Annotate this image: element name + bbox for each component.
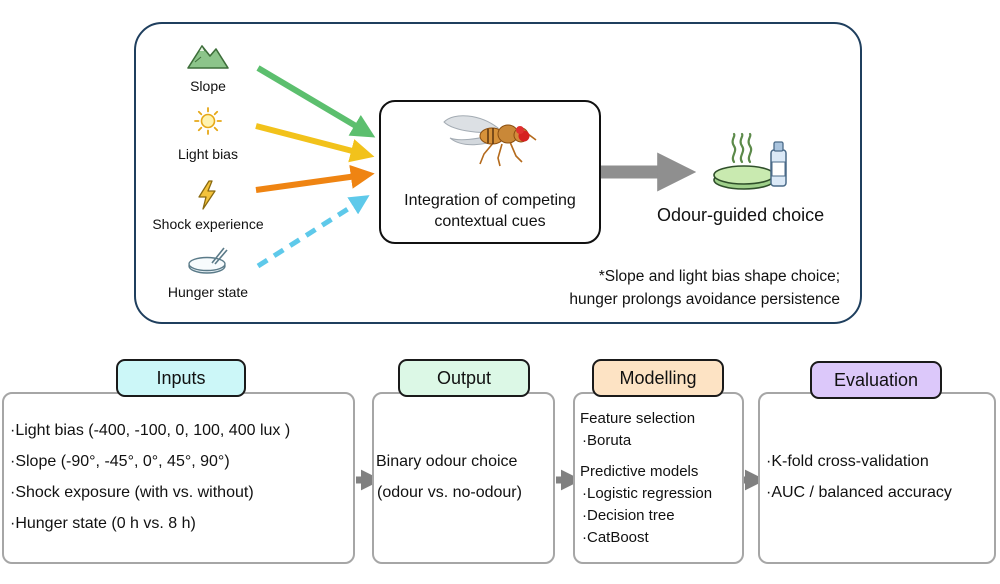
inputs-item-light-bias: ·Light bias (-400, -100, 0, 100, 400 lux… [10, 422, 291, 439]
integration-box [379, 100, 601, 244]
evaluation-item-auc: ·AUC / balanced accuracy [766, 484, 952, 501]
output-label: Odour-guided choice [657, 205, 825, 225]
mountain-icon [187, 44, 229, 69]
arrow-hunger [256, 195, 370, 269]
inputs-item-slope: ·Slope (-90°, -45°, 0°, 45°, 90°) [10, 453, 230, 470]
evaluation-title: Evaluation [810, 361, 942, 399]
modelling-box [573, 392, 744, 564]
modelling-title: Modelling [592, 359, 724, 397]
output-line1: Binary odour choice [376, 453, 518, 470]
top-panel [134, 22, 862, 324]
integration-label-line2: contextual cues [434, 213, 546, 230]
arrow-slope [256, 65, 376, 138]
fruit-fly-icon [443, 115, 537, 167]
petri-dish-icon [188, 247, 228, 274]
inputs-box [2, 392, 355, 564]
output-line2: (odour vs. no-odour) [377, 484, 522, 501]
evaluation-box [758, 392, 996, 564]
inputs-title: Inputs [116, 359, 246, 397]
cue-label-slope: Slope [190, 78, 226, 94]
cue-label-shock-experience: Shock experience [152, 216, 264, 232]
modelling-feature-heading: Feature selection [580, 410, 696, 427]
evaluation-item-kfold: ·K-fold cross-validation [766, 453, 929, 470]
cue-label-hunger-state: Hunger state [167, 284, 249, 300]
modelling-feature-boruta: ·Boruta [582, 432, 632, 449]
note-line2: hunger prolongs avoidance persistence [569, 291, 840, 308]
modelling-model-logistic: ·Logistic regression [582, 485, 713, 502]
inputs-item-hunger: ·Hunger state (0 h vs. 8 h) [10, 515, 196, 532]
modelling-model-tree: ·Decision tree [582, 507, 675, 524]
inputs-item-shock: ·Shock exposure (with vs. without) [10, 484, 254, 501]
output-title: Output [398, 359, 530, 397]
arrow-light-bias [255, 123, 375, 163]
integration-label-line1: Integration of competing [404, 192, 576, 209]
note-line1: *Slope and light bias shape choice; [598, 268, 840, 285]
arrow-shock [255, 164, 375, 193]
sun-icon [194, 107, 222, 135]
modelling-models-heading: Predictive models [580, 463, 699, 480]
lightning-icon [198, 180, 216, 210]
modelling-model-catboost: ·CatBoost [582, 529, 649, 546]
cue-label-light-bias: Light bias [178, 146, 238, 162]
odour-dish-icon [713, 132, 787, 190]
output-box [372, 392, 555, 564]
